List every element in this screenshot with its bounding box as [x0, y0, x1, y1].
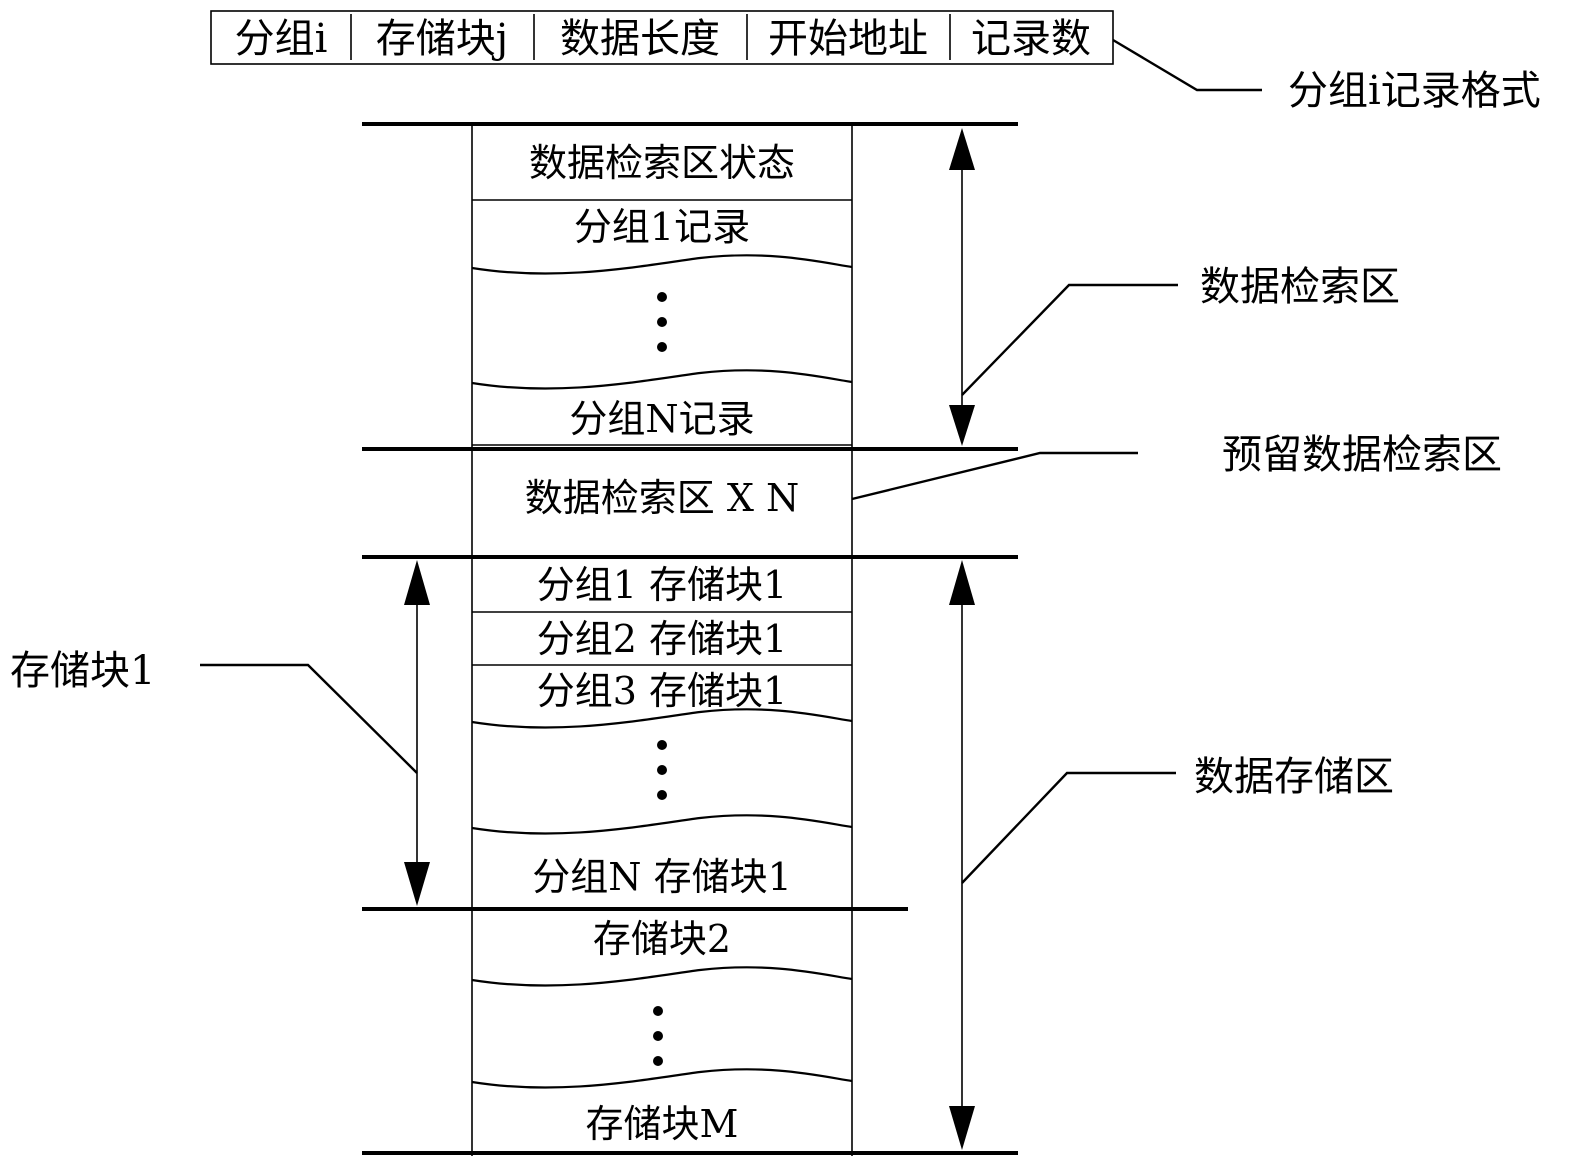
block1-label: 存储块1 [10, 648, 155, 694]
field-block-j: 存储块j [376, 16, 508, 62]
ellipsis-dot [657, 790, 667, 800]
storage-area-label: 数据存储区 [1194, 754, 1394, 800]
group3-block1-cell: 分组3 存储块1 [537, 669, 787, 713]
ellipsis-dot [653, 1031, 663, 1041]
break-wave [471, 708, 853, 729]
retrieval-status-cell: 数据检索区状态 [529, 141, 795, 185]
ellipsis-dot [657, 342, 667, 352]
field-record-count: 记录数 [971, 16, 1091, 62]
ellipsis-dot [653, 1006, 663, 1016]
arrow-down-icon [404, 862, 430, 906]
groupN-record-cell: 分组N记录 [569, 397, 754, 441]
reserved-area-leader [851, 451, 1138, 501]
ellipsis-dot [657, 765, 667, 775]
ellipsis-dot [657, 292, 667, 302]
break-wave [471, 814, 853, 835]
record-format-border [210, 10, 1114, 65]
field-group-i: 分组i [235, 16, 328, 62]
break-wave [471, 369, 853, 390]
arrow-up-icon [949, 560, 975, 605]
break-wave [471, 966, 853, 987]
ellipsis-dot [657, 740, 667, 750]
blockM-cell: 存储块M [586, 1102, 739, 1146]
record-format-label: 分组i记录格式 [1288, 68, 1541, 114]
storage-blocks-2-to-M: 存储块2 存储块M [471, 917, 853, 1146]
record-format-leader [1112, 38, 1262, 92]
arrow-down-icon [949, 1106, 975, 1150]
group1-block1-cell: 分组1 存储块1 [537, 563, 787, 607]
retrieval-area: 数据检索区状态 分组1记录 分组N记录 [471, 141, 853, 446]
arrow-down-icon [949, 405, 975, 446]
ellipsis-dot [657, 317, 667, 327]
reserved-area-label: 预留数据检索区 [1222, 432, 1502, 478]
field-start-address: 开始地址 [768, 16, 928, 62]
record-format-table: 分组i 存储块j 数据长度 开始地址 记录数 [210, 10, 1114, 65]
retrieval-area-label: 数据检索区 [1200, 264, 1400, 310]
group2-block1-cell: 分组2 存储块1 [537, 617, 787, 661]
block1-dimension [404, 560, 430, 906]
reserved-area-cell: 数据检索区 X N [525, 476, 799, 520]
storage-area-leader [961, 771, 1176, 884]
arrow-up-icon [404, 560, 430, 605]
storage-block1: 分组1 存储块1 分组2 存储块1 分组3 存储块1 分组N 存储块1 [471, 563, 853, 899]
retrieval-area-leader [961, 283, 1178, 396]
retrieval-area-dimension [949, 128, 975, 446]
storage-area-dimension [949, 560, 975, 1150]
field-data-length: 数据长度 [560, 16, 720, 62]
ellipsis-dot [653, 1056, 663, 1066]
groupN-block1-cell: 分组N 存储块1 [532, 855, 792, 899]
group1-record-cell: 分组1记录 [574, 205, 750, 249]
break-wave [471, 1068, 853, 1089]
arrow-up-icon [949, 128, 975, 170]
block2-cell: 存储块2 [593, 917, 731, 961]
break-wave [471, 254, 853, 275]
block1-leader [200, 663, 418, 774]
